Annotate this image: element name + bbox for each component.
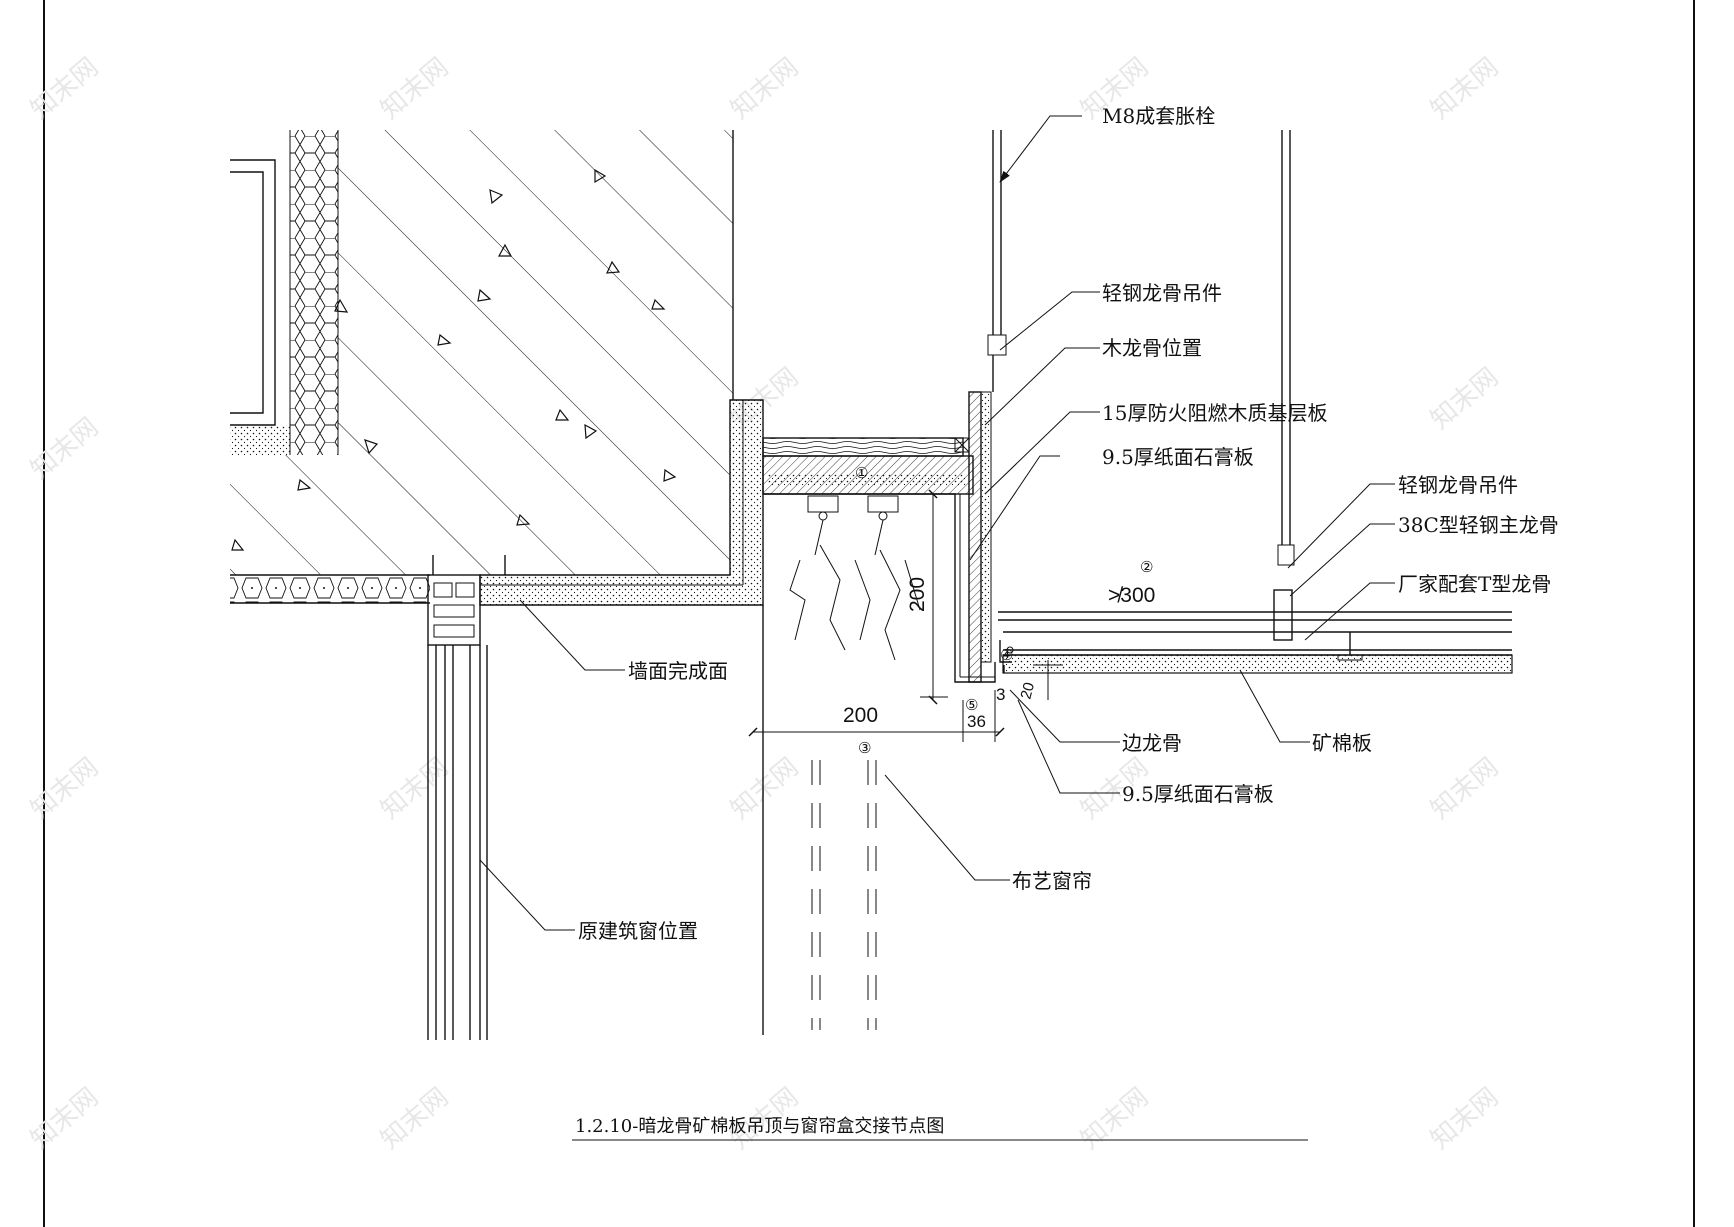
watermark: 知末网 bbox=[25, 412, 104, 485]
marker-1: ① bbox=[855, 464, 868, 482]
curtain-box-top-panel bbox=[762, 437, 974, 495]
floor-strip bbox=[230, 574, 430, 604]
label-t-keel: 厂家配套T型龙骨 bbox=[1398, 572, 1551, 596]
curtain-box-side-panel bbox=[940, 391, 996, 683]
hanger-rods bbox=[987, 130, 1295, 641]
dim-box-height: 200 bbox=[906, 577, 929, 612]
label-gypsum-1: 9.5厚纸面石膏板 bbox=[1102, 445, 1254, 469]
label-hanger-1: 轻钢龙骨吊件 bbox=[1102, 281, 1222, 305]
label-gypsum-2: 9.5厚纸面石膏板 bbox=[1122, 782, 1274, 806]
dimension-text: ≯300 200 200 3 36 20 bbox=[843, 577, 1155, 731]
dim-offset-20: 20 bbox=[1017, 681, 1038, 702]
drawing-title-block: 1.2.10-暗龙骨矿棉板吊顶与窗帘盒交接节点图 bbox=[572, 1116, 1308, 1141]
curtain-fabric bbox=[789, 544, 921, 1030]
watermark: 知末网 bbox=[25, 1082, 104, 1155]
circled-markers: ① ② ③ ④ ⑤ bbox=[855, 464, 1153, 757]
concrete-slab bbox=[230, 130, 734, 575]
label-hanger-2: 轻钢龙骨吊件 bbox=[1398, 473, 1518, 497]
dim-offset-36: 36 bbox=[967, 712, 986, 731]
dimension-lines bbox=[748, 489, 1063, 742]
callout-labels: M8成套胀栓 轻钢龙骨吊件 木龙骨位置 15厚防火阻燃木质基层板 9.5厚纸面石… bbox=[578, 104, 1559, 943]
marker-2: ② bbox=[1140, 558, 1153, 576]
sheet-frame bbox=[43, 0, 1695, 1227]
watermark: 知末网 bbox=[725, 752, 804, 825]
label-edge-keel: 边龙骨 bbox=[1122, 731, 1182, 755]
curtain-track bbox=[807, 495, 899, 556]
label-wood-keel: 木龙骨位置 bbox=[1102, 336, 1202, 360]
label-fire-board: 15厚防火阻燃木质基层板 bbox=[1102, 401, 1327, 425]
watermark: 知末网 bbox=[1425, 1082, 1504, 1155]
dim-spacing: ≯300 bbox=[1108, 584, 1155, 607]
dim-offset-small: 3 bbox=[996, 685, 1005, 704]
drawing-title: 1.2.10-暗龙骨矿棉板吊顶与窗帘盒交接节点图 bbox=[575, 1116, 944, 1137]
watermark: 知末网 bbox=[25, 52, 104, 125]
label-mineral-board: 矿棉板 bbox=[1312, 731, 1372, 755]
exterior-insulation bbox=[230, 130, 339, 455]
marker-5: ⑤ bbox=[965, 696, 978, 714]
watermark: 知末网 bbox=[1075, 1082, 1154, 1155]
leader-lines bbox=[479, 115, 1395, 931]
label-curtain: 布艺窗帘 bbox=[1012, 869, 1092, 893]
watermark: 知末网 bbox=[375, 752, 454, 825]
watermark: 知末网 bbox=[375, 1082, 454, 1155]
label-window: 原建筑窗位置 bbox=[578, 919, 698, 943]
watermark: 知末网 bbox=[375, 52, 454, 125]
watermark: 知末网 bbox=[1425, 752, 1504, 825]
label-main-keel: 38C型轻钢主龙骨 bbox=[1398, 513, 1559, 537]
label-wall-finish: 墙面完成面 bbox=[628, 659, 728, 683]
marker-3: ③ bbox=[858, 739, 871, 757]
watermark: 知末网 bbox=[1425, 362, 1504, 435]
window-frame bbox=[427, 555, 506, 1040]
watermark: 知末网 bbox=[1425, 52, 1504, 125]
dim-box-width: 200 bbox=[843, 704, 878, 727]
watermark: 知末网 bbox=[25, 752, 104, 825]
ceiling-system bbox=[998, 611, 1513, 674]
marker-4: ④ bbox=[1000, 646, 1013, 664]
watermark: 知末网 bbox=[725, 52, 804, 125]
label-m8-anchor: M8成套胀栓 bbox=[1102, 104, 1215, 128]
